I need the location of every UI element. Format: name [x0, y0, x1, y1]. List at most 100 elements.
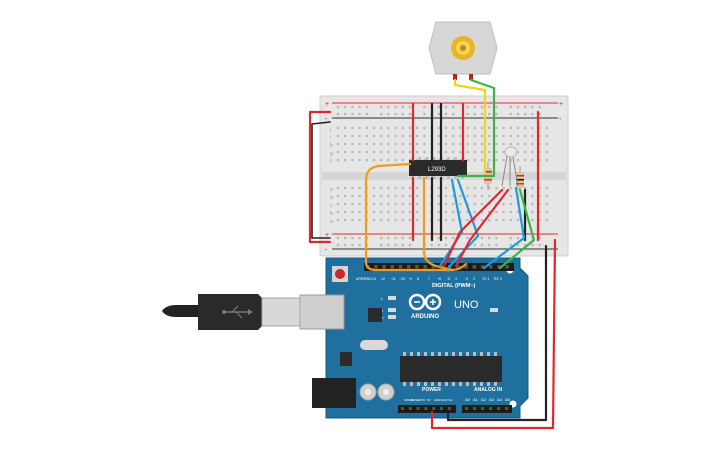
rail-hole	[531, 243, 534, 247]
rail-hole	[444, 112, 448, 116]
pin-rx0-label: RX 0	[494, 277, 502, 281]
breadboard-hole	[487, 186, 491, 190]
aref-label: AREF	[356, 277, 365, 281]
header-pin	[407, 265, 411, 269]
rail-hole	[336, 243, 340, 247]
breadboard-hole	[379, 218, 383, 222]
rail-hole	[430, 243, 433, 247]
header-pin	[432, 407, 436, 410]
rail-hole	[516, 112, 520, 116]
breadboard-hole	[480, 134, 484, 138]
rail-hole	[379, 236, 383, 240]
rail-hole	[401, 236, 405, 240]
breadboard-hole	[545, 186, 549, 190]
breadboard-hole	[358, 158, 361, 162]
breadboard-hole	[545, 126, 549, 130]
breadboard-hole	[336, 134, 340, 138]
rail-hole	[387, 236, 390, 240]
breadboard-hole	[444, 150, 448, 154]
arduino-brand-label: ARDUINO	[411, 314, 439, 320]
breadboard-hole	[545, 142, 549, 146]
breadboard-hole	[415, 126, 419, 130]
pin-13-label: 13	[372, 277, 376, 281]
breadboard-hole	[509, 194, 513, 198]
breadboard-hole	[444, 202, 448, 206]
wire-red-5v	[430, 238, 557, 430]
usb-cable-cord	[162, 305, 200, 317]
wire-red-led-1	[442, 188, 504, 268]
chip-pin	[438, 382, 441, 386]
chip-pin	[431, 352, 434, 356]
breadboard-holes	[336, 105, 549, 247]
pin-vin-label: Vin	[448, 398, 453, 402]
breadboard-hole	[480, 126, 484, 130]
l293d-pin	[461, 176, 465, 179]
l293d-pin	[425, 176, 429, 179]
breadboard-hole	[415, 150, 419, 154]
breadboard-hole	[545, 210, 549, 214]
breadboard-hole	[343, 202, 347, 206]
breadboard-hole	[336, 126, 340, 130]
breadboard-hole	[495, 150, 498, 154]
breadboard-hole	[487, 150, 491, 154]
rail-hole	[444, 243, 448, 247]
breadboard-hole	[480, 194, 484, 198]
rail-hole	[394, 236, 397, 240]
breadboard-hole	[516, 134, 520, 138]
breadboard-hole	[495, 186, 498, 190]
breadboard-hole	[473, 126, 477, 130]
rail-hole	[466, 112, 469, 116]
motor-shaft	[460, 45, 466, 51]
breadboard-hole	[459, 142, 462, 146]
breadboard-hole	[516, 126, 520, 130]
breadboard-hole	[401, 142, 405, 146]
row-letter-e: e	[330, 187, 333, 193]
chip-pin	[487, 352, 490, 356]
breadboard-hole	[394, 186, 397, 190]
rgb-led-leg-1	[501, 155, 508, 187]
rail-hole	[351, 236, 354, 240]
breadboard-hole	[466, 218, 469, 222]
breadboard-hole	[437, 218, 441, 222]
pin-ioref-label: IOREF	[404, 398, 413, 402]
rail-hole	[509, 112, 513, 116]
chip-pin	[445, 382, 448, 386]
rail-hole	[408, 236, 412, 240]
rail-hole	[516, 236, 520, 240]
breadboard-hole	[473, 142, 477, 146]
usb-port	[299, 294, 345, 330]
rail-minus-label: -	[325, 116, 328, 123]
breadboard-hole	[365, 150, 369, 154]
rail-hole	[394, 112, 397, 116]
header-pin	[481, 407, 484, 410]
breadboard-hole	[509, 210, 513, 214]
breadboard-hole	[423, 150, 426, 154]
breadboard-hole	[459, 134, 462, 138]
rail-hole	[387, 105, 390, 109]
rail-hole	[358, 105, 361, 109]
breadboard-hole	[387, 134, 390, 138]
pin-a0-label: A0	[465, 397, 471, 402]
breadboard-hole	[336, 202, 340, 206]
rail-hole	[538, 105, 541, 109]
rail-hole	[523, 112, 527, 116]
wire-green-led	[498, 188, 536, 270]
breadboard-hole	[372, 126, 376, 130]
breadboard-hole	[351, 194, 354, 198]
breadboard-hole	[358, 210, 361, 214]
rail-hole	[336, 236, 340, 240]
breadboard-hole	[343, 142, 347, 146]
pin-5v-label: 5V	[427, 398, 431, 402]
breadboard-hole	[372, 210, 376, 214]
power-header-pins	[401, 407, 508, 410]
rail-hole	[538, 243, 541, 247]
breadboard-hole	[531, 142, 534, 146]
breadboard-hole	[473, 158, 477, 162]
breadboard-hole	[466, 150, 469, 154]
breadboard-hole	[379, 150, 383, 154]
chip-pin	[417, 352, 420, 356]
breadboard-hole	[531, 210, 534, 214]
chip-pin	[466, 382, 469, 386]
breadboard-hole	[523, 150, 527, 154]
breadboard-hole	[451, 134, 455, 138]
